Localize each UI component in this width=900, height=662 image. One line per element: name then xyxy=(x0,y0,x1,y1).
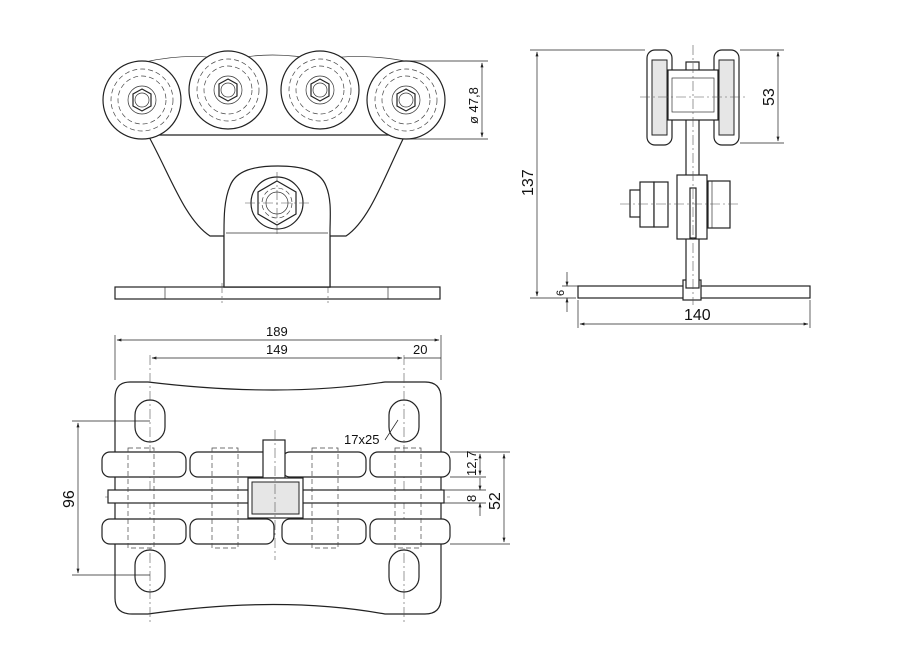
dim-plate-thickness: 6 xyxy=(555,290,567,296)
dim-roller-height: 53 xyxy=(761,88,778,106)
front-roller-3 xyxy=(280,50,360,130)
front-roller-2 xyxy=(188,50,268,130)
dim-hole-edge: 20 xyxy=(413,342,427,357)
dim-hole-spacing: 149 xyxy=(266,342,288,357)
side-view: 137 53 6 140 xyxy=(520,45,811,328)
front-roller-4 xyxy=(366,60,446,140)
dim-web-thickness: 8 xyxy=(464,495,479,502)
front-view: ø 47,8 xyxy=(102,50,488,303)
dim-plate-width: 140 xyxy=(684,307,711,324)
dim-roller-gap: 12,7 xyxy=(464,451,479,476)
dim-hole-vertical: 96 xyxy=(61,490,78,508)
dim-slot-size: 17x25 xyxy=(344,432,379,447)
dim-roller-width: 52 xyxy=(487,492,504,510)
dim-height-total: 137 xyxy=(520,169,537,196)
front-roller-1 xyxy=(102,60,182,140)
dim-plate-length: 189 xyxy=(266,324,288,339)
top-view: 189 149 20 17x25 96 52 12,7 8 xyxy=(61,324,510,625)
dim-roller-diameter: ø 47,8 xyxy=(466,87,481,124)
